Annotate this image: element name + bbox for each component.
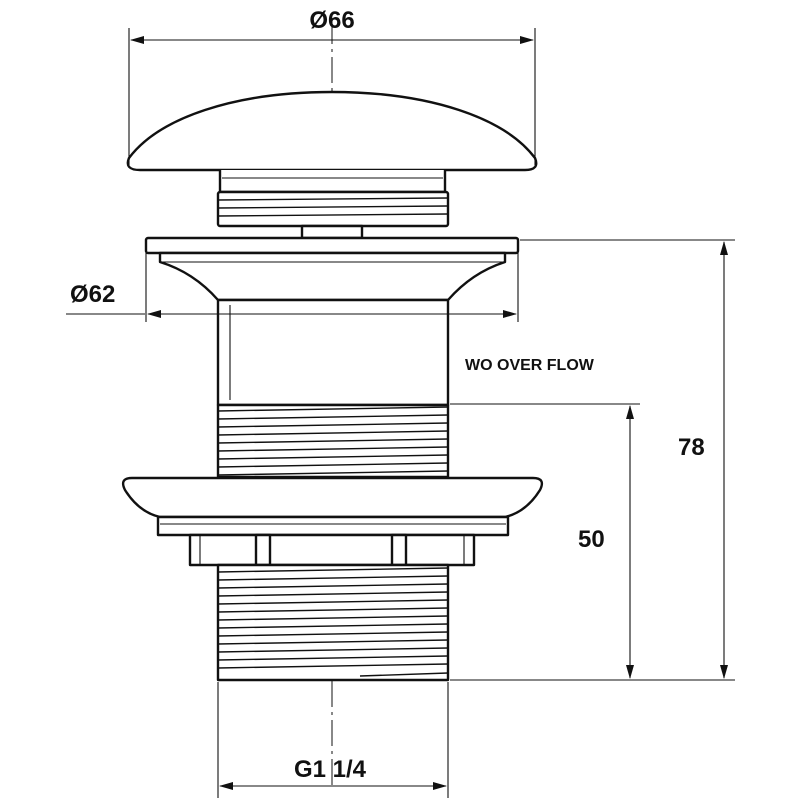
dim-cap-diameter: Ø66 (128, 7, 536, 165)
label-flange-diameter: Ø62 (70, 281, 115, 308)
label-thread-height: 50 (578, 526, 605, 553)
body-thread-lower (216, 563, 450, 682)
stem (300, 224, 364, 240)
lower-washer (121, 476, 544, 519)
cap-neck (218, 170, 447, 194)
lower-washer-ring (156, 515, 510, 537)
upper-flange-cone (158, 251, 507, 302)
collar-thread (216, 190, 450, 228)
dim-thread-size: G1 1/4 (217, 682, 449, 798)
label-total-height: 78 (678, 434, 705, 461)
dim-flange-diameter: Ø62 (66, 240, 519, 322)
label-cap-diameter: Ø66 (309, 7, 354, 34)
body-plain (216, 298, 450, 407)
lock-nut (188, 533, 476, 567)
dim-total-height: 78 (450, 239, 735, 681)
body-thread-upper (216, 403, 450, 479)
label-no-overflow: WO OVER FLOW (465, 357, 595, 374)
label-thread-size: G1 1/4 (294, 756, 367, 783)
cap-dome (126, 90, 538, 172)
upper-flange-plate (144, 236, 520, 255)
dim-thread-height: 50 (450, 403, 640, 679)
